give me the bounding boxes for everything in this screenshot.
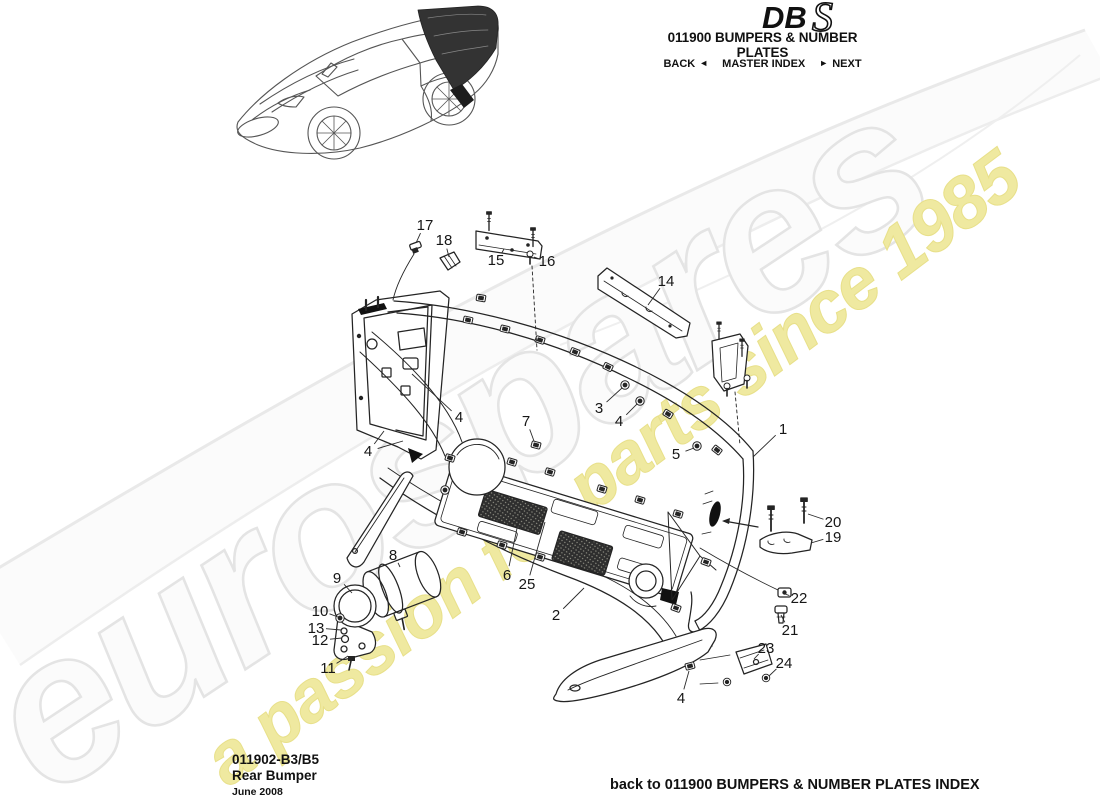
callout-label: 10 — [312, 603, 329, 620]
callout-leader — [683, 670, 690, 690]
reinforcement-strip-14 — [597, 267, 691, 339]
bumper-skin-right-corner — [687, 450, 759, 647]
callout-label: 24 — [776, 655, 793, 672]
nav-back-label: BACK — [663, 58, 696, 70]
callout-leader — [325, 628, 342, 631]
callout-label: 25 — [519, 576, 536, 593]
nav-next-label: NEXT — [832, 58, 862, 70]
nav-master-index-label: MASTER INDEX — [722, 58, 806, 70]
back-arrow-icon: ◄ — [699, 58, 709, 68]
callout-leader — [810, 538, 824, 544]
index-back-link[interactable]: back to 011900 BUMPERS & NUMBER PLATES I… — [610, 777, 980, 793]
callout-leader — [529, 521, 546, 576]
callout-leader — [529, 429, 535, 442]
drawing-date: June 2008 — [232, 786, 283, 799]
page-title: 011900 BUMPERS & NUMBER PLATES — [667, 30, 858, 60]
callout-leader — [606, 387, 623, 403]
callout-label: 9 — [333, 570, 341, 587]
clip-17 — [409, 240, 422, 254]
highlighted-rear-bumper — [417, 5, 499, 91]
callout-label: 17 — [417, 217, 434, 234]
callout-label: 6 — [503, 567, 511, 584]
drawing-info: 011902-B3/B5 Rear Bumper June 2008 — [232, 752, 319, 799]
callout-leader — [329, 637, 343, 640]
callout-leader — [329, 613, 339, 618]
logo-db: DB — [762, 0, 807, 35]
callout-label: 8 — [389, 547, 397, 564]
callout-leader — [533, 256, 538, 259]
nav-next-link[interactable]: ► NEXT — [819, 58, 861, 70]
bumper-skin-upper-rim — [393, 293, 754, 460]
callout-label: 14 — [658, 273, 675, 290]
next-arrow-icon: ► — [819, 58, 829, 68]
callout-label: 5 — [672, 446, 680, 463]
drawing-number: 011902-B3/B5 — [232, 752, 320, 767]
side-bracket-panel — [351, 290, 450, 463]
callout-label: 13 — [308, 620, 325, 637]
mount-bracket-15 — [475, 211, 543, 351]
callout-label: 1 — [779, 421, 787, 438]
callout-label: 4 — [364, 443, 372, 460]
exploded-diagram — [333, 211, 813, 703]
ring-bracket — [333, 584, 377, 671]
dbs-logo: DB S — [760, 0, 880, 42]
bracket-19 — [759, 531, 813, 555]
callout-leader — [647, 287, 661, 306]
callout-label: 11 — [320, 660, 336, 677]
callout-label: 2 — [552, 607, 560, 624]
callout-label: 7 — [522, 413, 530, 430]
callout-leader — [685, 447, 695, 452]
clip-18 — [439, 251, 461, 271]
callout-label: 23 — [758, 640, 775, 657]
callout-leader — [780, 614, 786, 623]
fog-lamp — [628, 563, 679, 607]
callout-leader — [411, 373, 452, 412]
callout-leader — [446, 248, 450, 258]
callout-leader — [625, 403, 638, 416]
callout-label: 4 — [455, 409, 463, 426]
callout-label: 4 — [677, 690, 685, 707]
bumper-corner-web — [667, 511, 717, 614]
callout-label: 16 — [539, 253, 556, 270]
side-fixings — [699, 497, 813, 624]
callout-leader — [343, 584, 353, 594]
callout-label: 18 — [436, 232, 453, 249]
callout-label: 20 — [825, 514, 842, 531]
drawing-title: Rear Bumper — [232, 768, 317, 784]
lower-left-corner-strip — [346, 471, 414, 568]
callout-leader — [397, 562, 401, 568]
callout-label: 4 — [615, 413, 623, 430]
callout-label: 3 — [595, 400, 603, 417]
header-nav: BACK ◄ MASTER INDEX ► NEXT — [640, 58, 885, 70]
callout-leader — [508, 513, 521, 567]
callout-leader — [336, 655, 349, 664]
callout-label: 15 — [488, 252, 505, 269]
callout-label: 19 — [825, 529, 842, 546]
callout-leader — [752, 434, 777, 458]
callout-leader — [501, 248, 505, 253]
watermark-brand: eurospares — [0, 50, 967, 800]
callout-leader — [562, 587, 585, 610]
nav-master-index-link[interactable]: MASTER INDEX — [722, 58, 805, 70]
watermark: eurospares a passion for parts since 198… — [0, 48, 1037, 800]
corner-bracket-top-right — [711, 321, 751, 446]
callout-leader — [415, 232, 421, 244]
callout-leader — [807, 513, 824, 520]
callout-label: 21 — [782, 622, 799, 639]
callout-label: 22 — [791, 590, 808, 607]
bolt-21 — [774, 605, 788, 624]
callout-leader — [753, 653, 759, 660]
callout-label: 12 — [312, 632, 329, 649]
callout-leader — [377, 440, 404, 449]
lower-valance-blade — [553, 627, 717, 703]
logo-s: S — [812, 0, 833, 38]
callout-leader — [373, 430, 385, 445]
nav-back-link[interactable]: BACK ◄ — [663, 58, 708, 70]
callout-leader — [784, 593, 790, 596]
exhaust-finisher — [362, 550, 442, 631]
car-thumbnail — [236, 5, 499, 160]
callout-leader — [768, 668, 777, 677]
